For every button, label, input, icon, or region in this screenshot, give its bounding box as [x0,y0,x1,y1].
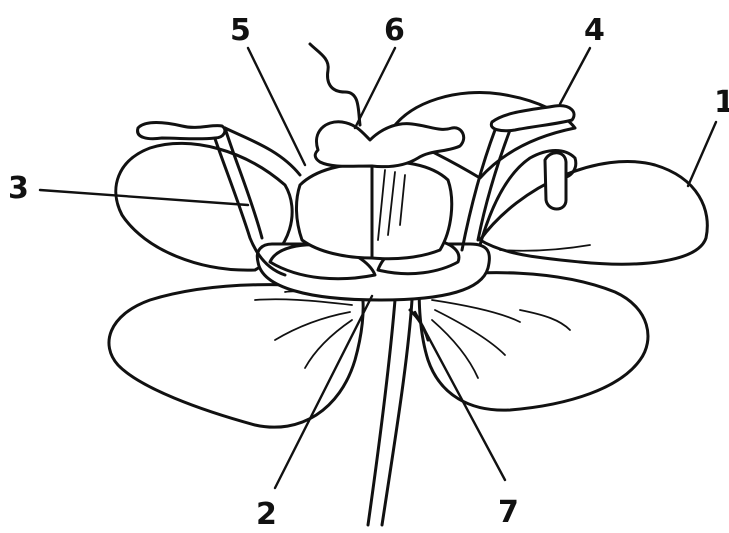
label-5: 5 [230,13,251,48]
pedicel-right [382,300,412,525]
anther-curled [545,153,566,209]
label-6: 6 [384,13,405,48]
petal-front-left [109,285,363,428]
label-7: 7 [498,495,519,530]
style-filament [310,44,360,125]
leader-5 [248,48,305,165]
label-2: 2 [256,497,277,532]
pedicel-left [368,300,395,525]
label-1: 1 [714,85,729,120]
anther-left [138,123,225,139]
label-3: 3 [8,171,29,206]
label-4: 4 [584,13,605,48]
stigma [315,122,463,167]
ovary-left [296,164,372,258]
leader-4 [560,48,590,104]
petal-back-right [480,162,707,265]
leader-1 [688,122,716,186]
leader-6 [355,48,395,128]
